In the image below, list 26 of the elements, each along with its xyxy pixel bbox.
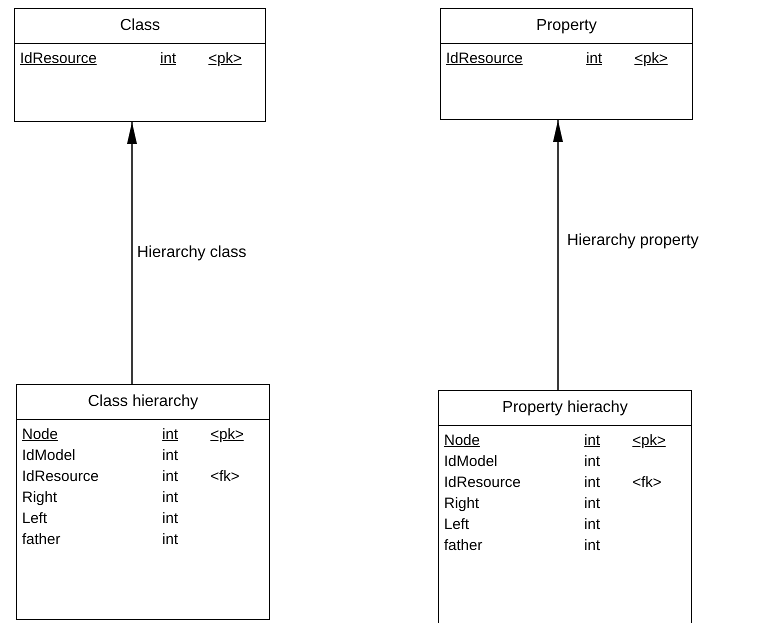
table-title: Property hierachy — [439, 391, 691, 426]
attribute-row-text: Node int <pk> — [444, 431, 666, 451]
attribute-row-text: Left int — [444, 515, 602, 535]
attribute-row-text: IdResource int <fk> — [444, 473, 662, 493]
table-box — [16, 384, 270, 620]
table-box — [14, 8, 266, 122]
arrow — [127, 122, 137, 384]
attribute-row-text: Left int — [22, 509, 180, 529]
attribute-row-text: father int — [444, 536, 602, 556]
attribute-row-text: Right int — [22, 488, 180, 508]
table-box — [440, 8, 693, 120]
table-title: Class — [15, 9, 265, 44]
arrow — [553, 120, 563, 390]
attribute-row-text: IdModel int — [22, 446, 180, 466]
attribute-row-text: IdResource int <fk> — [22, 467, 240, 487]
attribute-row-text: Node int <pk> — [22, 425, 244, 445]
edge-label: Hierarchy class — [136, 244, 248, 262]
edge-label: Hierarchy property — [566, 232, 700, 250]
table-title: Class hierarchy — [17, 385, 269, 420]
attribute-row-text: Right int — [444, 494, 602, 514]
table-title: Property — [441, 9, 692, 44]
attribute-row-text: IdResource int <pk> — [20, 49, 242, 69]
attribute-row-text: IdModel int — [444, 452, 602, 472]
attribute-row-text: father int — [22, 530, 180, 550]
attribute-row-text: IdResource int <pk> — [446, 49, 668, 69]
table-box — [438, 390, 692, 623]
